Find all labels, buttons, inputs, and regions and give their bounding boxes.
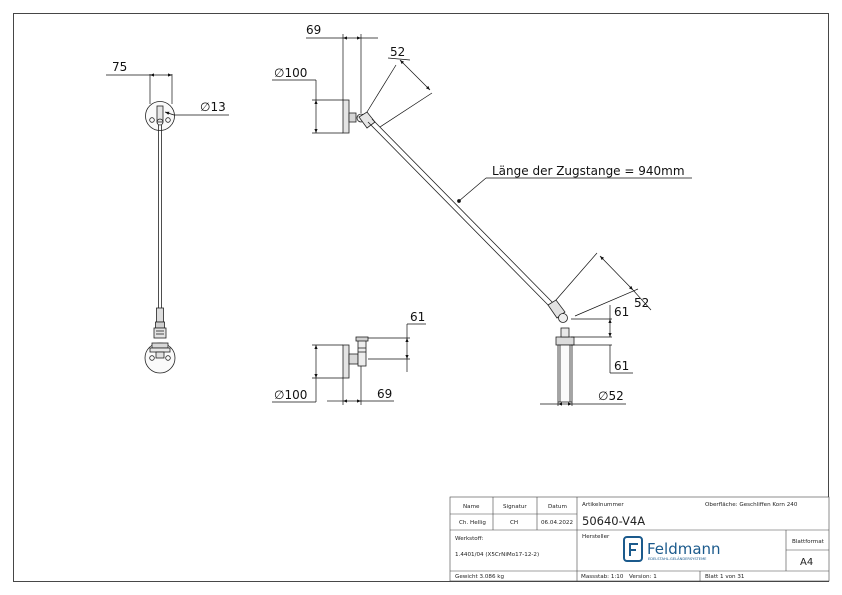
dim-side-bottom-dia: ∅52 — [598, 389, 624, 403]
tb-date-header: Datum — [548, 504, 567, 510]
dim-detail-height: 61 — [410, 310, 425, 324]
dim-side-bottom-height: 61 — [614, 359, 629, 373]
brand-tagline: EDELSTAHL-GELÄNDERSYSTEME — [648, 556, 707, 561]
detail-view — [342, 336, 369, 379]
tb-sheet-format-label: Blattformat — [792, 539, 825, 545]
tb-name-header: Name — [463, 504, 480, 510]
side-view — [342, 99, 575, 403]
dim-detail-width: 69 — [377, 387, 392, 401]
dim-side-bottom-height-top: 61 — [614, 305, 629, 319]
tb-signature-value: CH — [510, 520, 518, 526]
dim-front-bolt: ∅13 — [200, 100, 226, 114]
tb-material-value: 1.4401/04 (X5CrNiMo17-12-2) — [455, 552, 539, 558]
brand-name: Feldmann — [647, 540, 721, 558]
tb-weight: Gewicht 3.086 kg — [455, 574, 505, 580]
front-dimensions — [106, 73, 229, 116]
dim-detail-dia: ∅100 — [274, 388, 307, 402]
tb-sheet-format: A4 — [800, 557, 813, 568]
dim-side-top-dia: ∅100 — [274, 66, 307, 80]
tb-scale: Massstab: 1:10 — [581, 574, 624, 580]
tb-article-number: 50640-V4A — [582, 514, 645, 528]
dim-rod-length: Länge der Zugstange = 940mm — [492, 164, 685, 178]
front-view — [144, 101, 176, 374]
tb-name-value: Ch. Hellig — [459, 520, 486, 526]
tb-manufacturer-label: Hersteller — [582, 534, 610, 540]
title-block — [449, 496, 830, 582]
detail-dimensions — [272, 323, 426, 405]
tb-article-label: Artikelnummer — [582, 502, 624, 508]
drawing-frame — [13, 13, 829, 582]
dim-front-width: 75 — [112, 60, 127, 74]
dim-side-bottom-angle: 52 — [634, 296, 649, 310]
tb-surface: Oberfläche: Geschliffen Korn 240 — [705, 502, 798, 508]
tb-material-label: Werkstoff: — [455, 536, 484, 542]
tb-sheet: Blatt 1 von 31 — [705, 574, 745, 580]
tb-version: Version: 1 — [629, 574, 657, 580]
tb-date-value: 06.04.2022 — [541, 520, 573, 526]
dim-side-top-width: 69 — [306, 23, 321, 37]
side-dimensions — [272, 34, 692, 406]
tb-signature-header: Signatur — [503, 504, 527, 510]
feldmann-logo: Feldmann EDELSTAHL-GELÄNDERSYSTEME — [623, 536, 721, 562]
dim-side-top-angle: 52 — [390, 45, 405, 59]
